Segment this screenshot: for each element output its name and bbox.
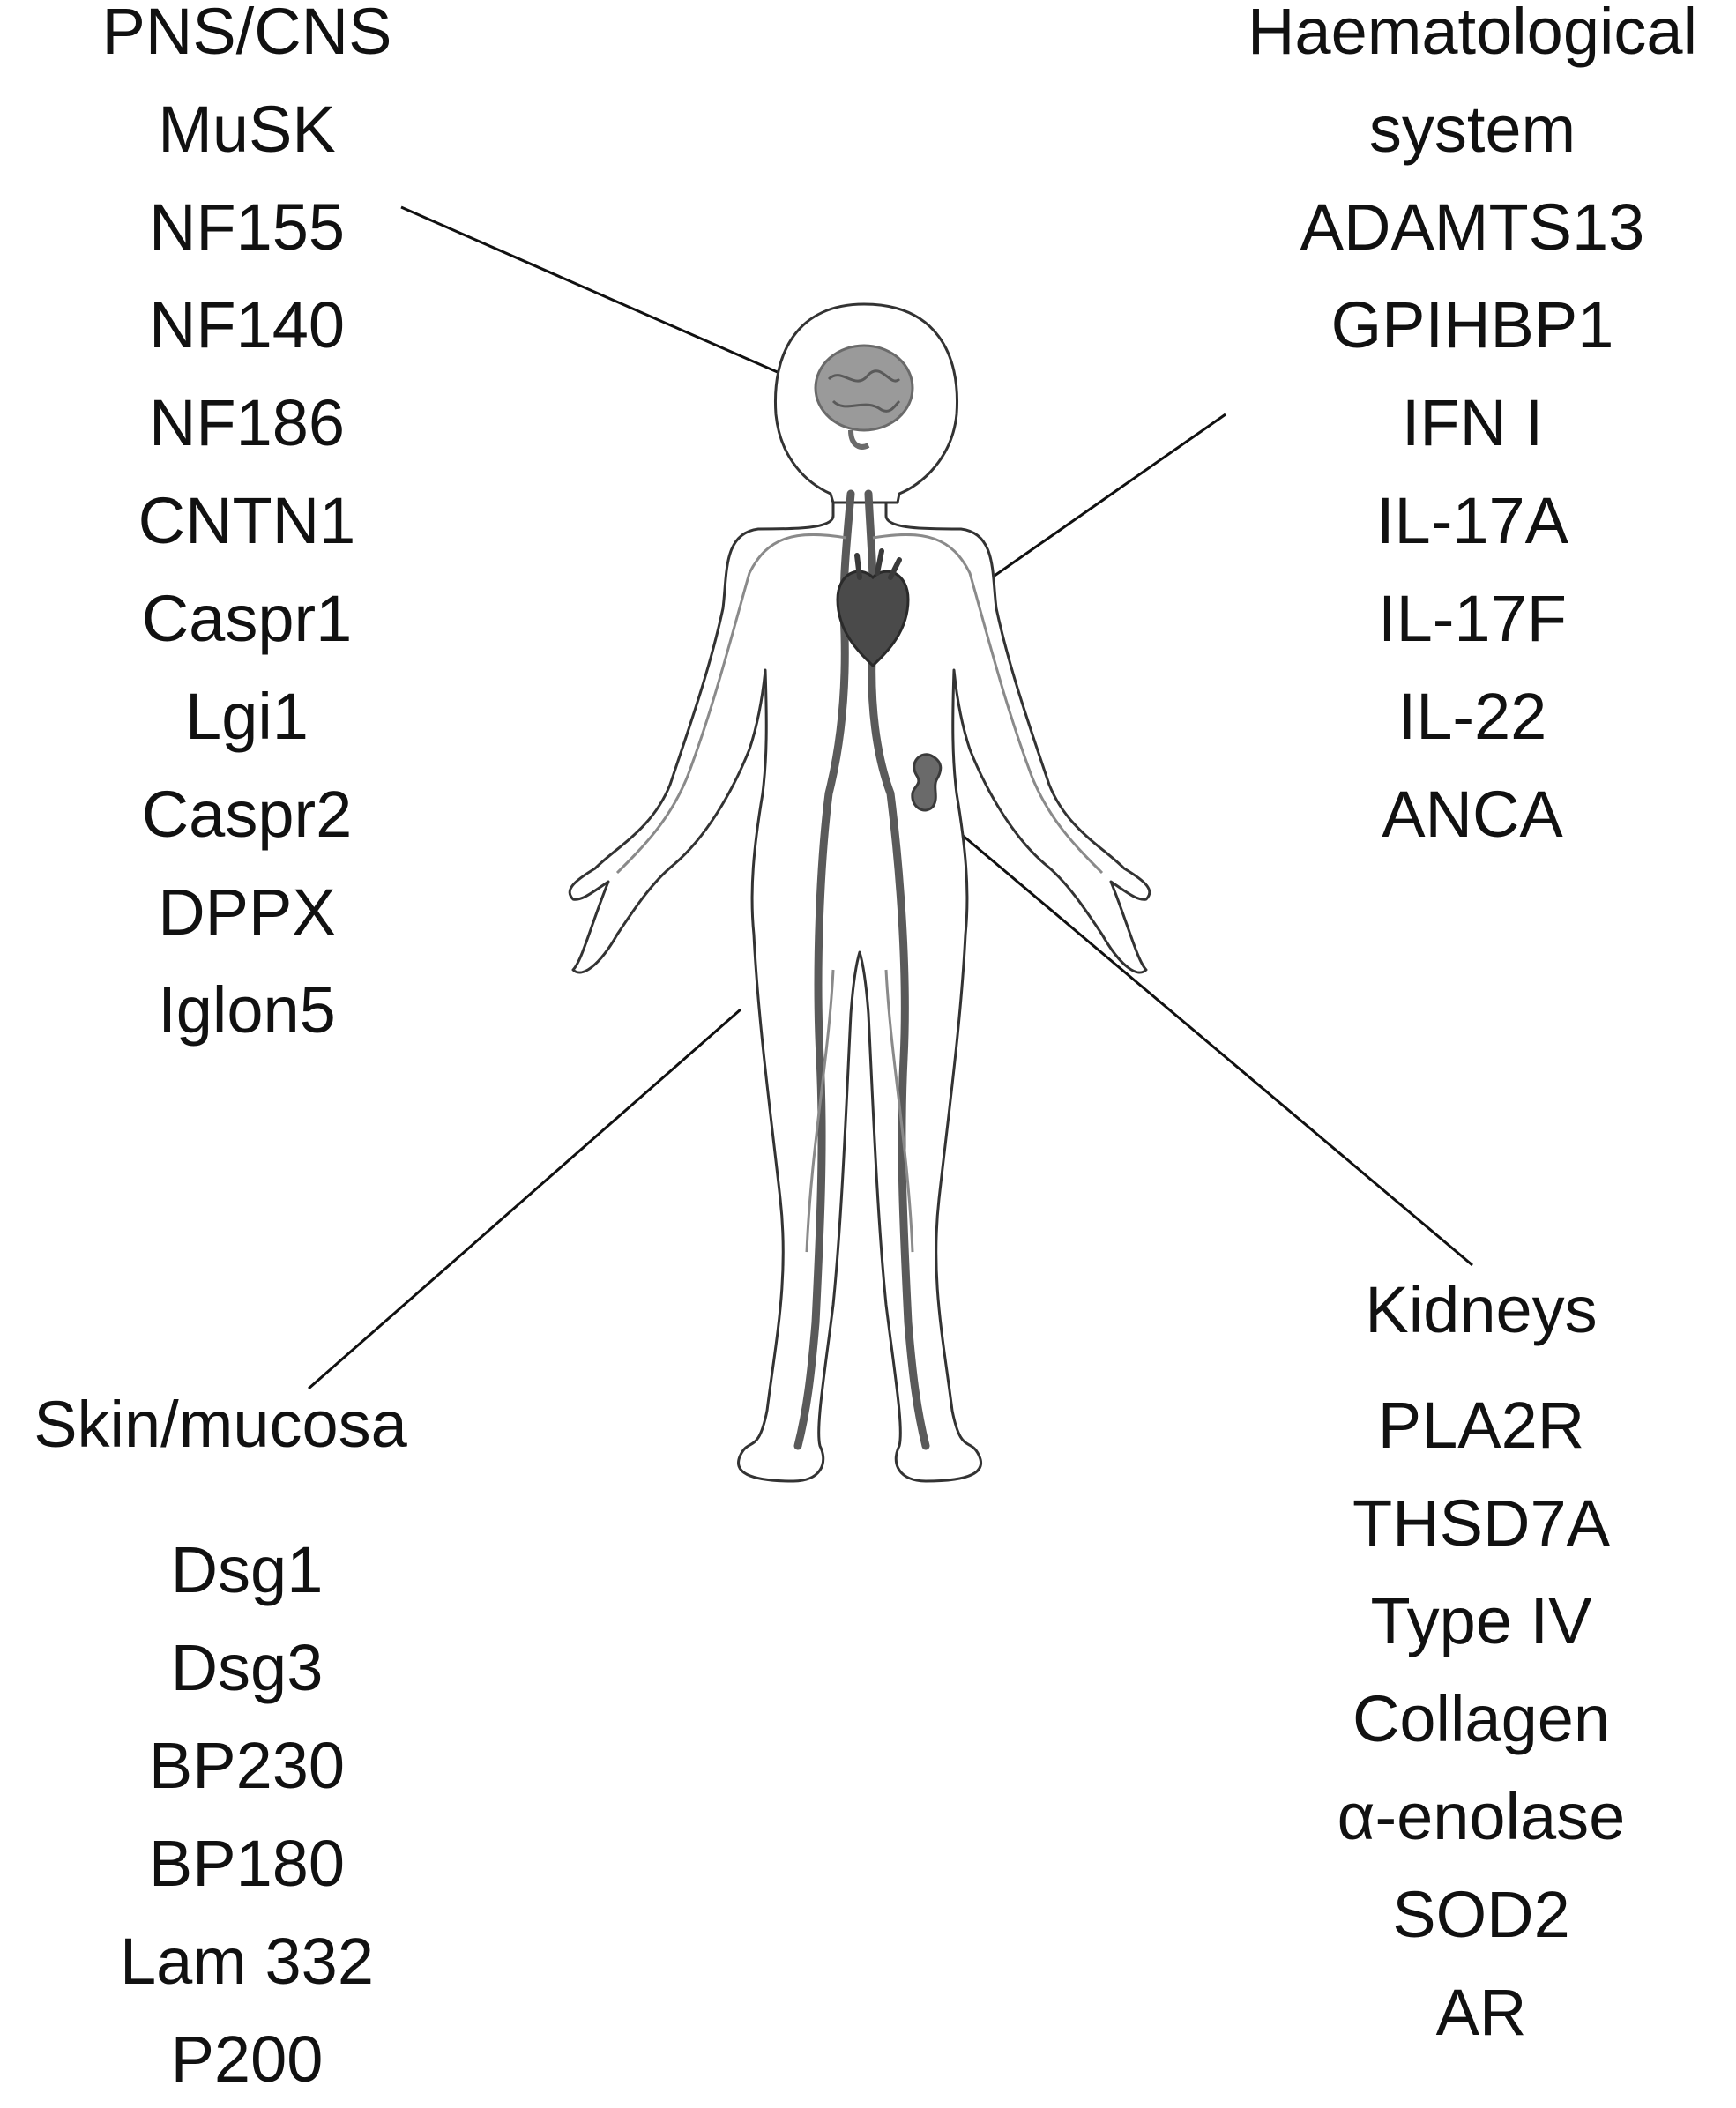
group-heading-haematological-line2: system: [1368, 93, 1576, 166]
antigen-label: ANCA: [1382, 778, 1563, 851]
antigen-label: IL-17F: [1378, 582, 1567, 655]
antigen-label: NF140: [148, 288, 346, 361]
antigen-label: Type IV: [1370, 1584, 1592, 1657]
antigen-label: NF155: [148, 190, 346, 264]
connector-skin: [308, 1008, 741, 1390]
antigen-label: IL-22: [1397, 680, 1547, 753]
antigen-label: Lgi1: [185, 680, 309, 753]
antigen-label: ADAMTS13: [1300, 190, 1645, 264]
antigen-label: Collagen: [1352, 1682, 1611, 1755]
antigen-label: Caspr1: [141, 582, 353, 655]
antigen-label: NF186: [148, 386, 346, 459]
antigen-label: PLA2R: [1377, 1389, 1585, 1462]
antigen-label: CNTN1: [138, 484, 356, 557]
antigen-label: Lam 332: [120, 1925, 374, 1998]
antigen-label: IFN I: [1401, 386, 1544, 459]
antigen-label: AR: [1435, 1976, 1527, 2049]
connector-kidney: [938, 814, 1473, 1267]
antigen-label: P200: [170, 2022, 324, 2096]
group-pns-cns: PNS/CNS MuSK NF155 NF140 NF186 CNTN1 Cas…: [18, 0, 476, 1059]
antigen-label: IL-17A: [1375, 484, 1569, 557]
group-heading-skin-mucosa: Skin/mucosa: [34, 1388, 407, 1461]
connector-pns: [400, 205, 794, 381]
antigen-label: Caspr2: [141, 778, 353, 851]
group-skin-mucosa: Dsg1 Dsg3 BP230 BP180 Lam 332 P200: [18, 1521, 476, 2108]
antigen-label: THSD7A: [1352, 1486, 1610, 1560]
antigen-label: α-enolase: [1337, 1780, 1626, 1853]
group-heading-pns-cns: PNS/CNS: [101, 0, 392, 68]
group-heading-kidneys: Kidneys: [1365, 1273, 1598, 1346]
antigen-label: DPPX: [158, 875, 336, 949]
antigen-label: GPIHBP1: [1330, 288, 1614, 361]
antigen-label: BP230: [148, 1729, 346, 1802]
group-haematological: Haematological system ADAMTS13 GPIHBP1 I…: [1199, 0, 1736, 863]
group-kidneys: Kidneys PLA2R THSD7A Type IV Collagen α-…: [1243, 1261, 1719, 2061]
antigen-label: Iglon5: [158, 973, 336, 1047]
antigen-label: MuSK: [158, 93, 336, 166]
kidney-icon: [911, 753, 943, 812]
human-body-icon: [568, 302, 1151, 1483]
antigen-label: Dsg1: [170, 1533, 324, 1606]
heart-icon: [836, 548, 910, 668]
antigen-label: SOD2: [1392, 1878, 1570, 1951]
brain-icon: [814, 344, 914, 450]
antigen-label: BP180: [148, 1827, 346, 1900]
vessel-branches: [615, 533, 1104, 1253]
antigen-label: Dsg3: [170, 1631, 324, 1704]
group-heading-haematological-line1: Haematological: [1247, 0, 1698, 68]
